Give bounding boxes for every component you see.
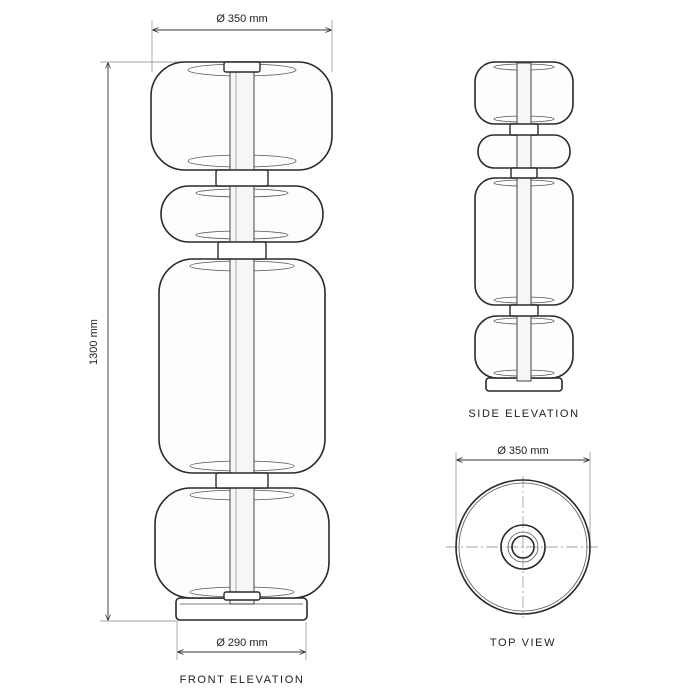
front-width-label: Ø 350 mm <box>216 13 267 25</box>
front-collar-top <box>223 61 261 73</box>
front-base-dimension: Ø 290 mm <box>176 622 307 660</box>
front-height-label: 1300 mm <box>88 319 100 365</box>
top-view-caption: TOP VIEW <box>490 637 556 649</box>
front-collar-2 <box>217 241 267 260</box>
front-central-tube <box>229 63 255 605</box>
top-width-dimension: Ø 350 mm <box>455 445 591 545</box>
front-elevation-caption: FRONT ELEVATION <box>180 674 305 686</box>
top-view-tube-circle <box>511 535 535 559</box>
top-view: Ø 350 mm TOP VIEW <box>446 445 600 649</box>
side-elevation: SIDE ELEVATION <box>468 61 579 420</box>
side-central-tube <box>516 62 532 382</box>
front-collar-4 <box>223 591 261 601</box>
front-elevation: Ø 350 mm 1300 mm <box>88 13 333 686</box>
side-collar-1 <box>509 123 539 136</box>
side-elevation-caption: SIDE ELEVATION <box>468 408 579 420</box>
front-collar-3 <box>215 472 269 489</box>
top-view-outer-circle <box>455 479 591 615</box>
front-collar-1 <box>215 169 269 187</box>
side-collar-2 <box>510 167 538 179</box>
front-base-label: Ø 290 mm <box>216 637 267 649</box>
side-collar-3 <box>509 304 539 317</box>
top-view-collar-ring <box>500 524 546 570</box>
top-width-label: Ø 350 mm <box>497 445 548 457</box>
front-width-dimension: Ø 350 mm <box>151 13 333 72</box>
